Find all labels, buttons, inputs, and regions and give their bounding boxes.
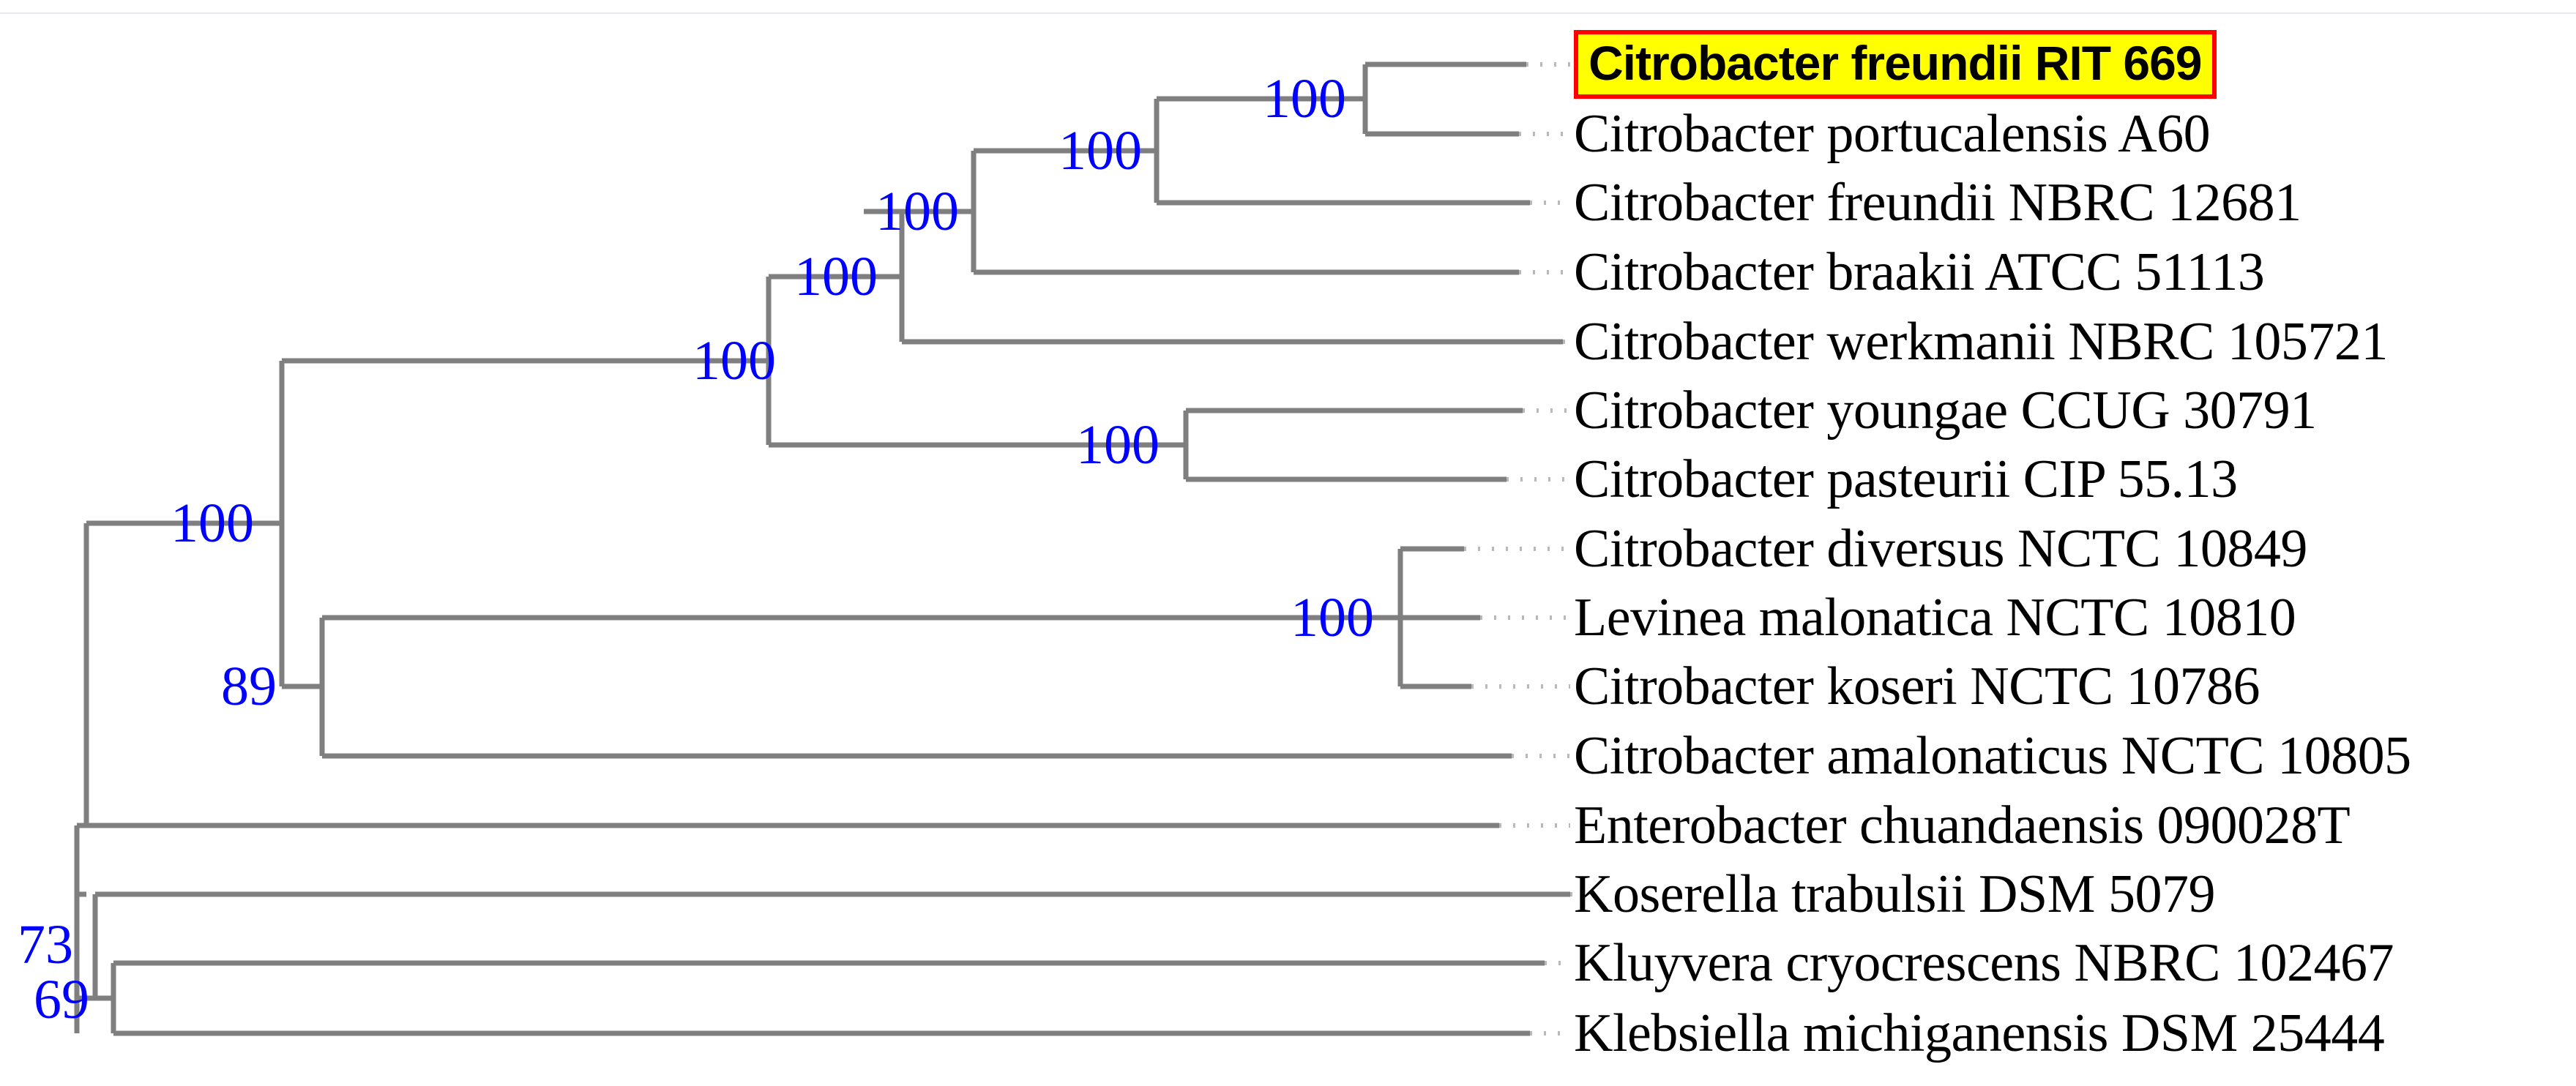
leaf-label-citrobacter-freundii-rit-669: Citrobacter freundii RIT 669	[1574, 30, 2217, 99]
leaf-label-klebsiella-michiganensis-dsm-25444: Klebsiella michiganensis DSM 25444	[1574, 1003, 2385, 1063]
leaf-label-citrobacter-freundii-nbrc-12681: Citrobacter freundii NBRC 12681	[1574, 173, 2301, 233]
bootstrap-value-root-lower: 69	[34, 969, 89, 1030]
bootstrap-value-freundii-clade: 100	[1059, 120, 1142, 181]
bootstrap-value-koseri-group: 100	[1291, 587, 1374, 648]
leaf-label-citrobacter-pasteurii-cip-55-13: Citrobacter pasteurii CIP 55.13	[1574, 449, 2238, 509]
bootstrap-value-werkmanii-clade: 100	[794, 246, 878, 307]
leaf-label-citrobacter-koseri-nctc-10786: Citrobacter koseri NCTC 10786	[1574, 656, 2260, 716]
leaf-label-citrobacter-amalonaticus-nctc-10805: Citrobacter amalonaticus NCTC 10805	[1574, 726, 2411, 786]
top-divider-line	[0, 12, 2576, 14]
leaf-label-citrobacter-diversus-nctc-10849: Citrobacter diversus NCTC 10849	[1574, 519, 2307, 579]
leaf-label-citrobacter-braakii-atcc-51113: Citrobacter braakii ATCC 51113	[1574, 242, 2265, 302]
leaf-label-citrobacter-portucalensis-a60: Citrobacter portucalensis A60	[1574, 104, 2211, 164]
bootstrap-value-root-upper: 73	[18, 914, 73, 975]
bootstrap-value-citrobacter-genus: 100	[171, 493, 254, 554]
bootstrap-value-freundii-portucalensis: 100	[1263, 68, 1346, 130]
leaf-label-citrobacter-werkmanii-nbrc-105721: Citrobacter werkmanii NBRC 105721	[1574, 312, 2388, 372]
bootstrap-value-braakii-clade: 100	[876, 181, 959, 242]
leaf-label-koserella-trabulsii-dsm-5079: Koserella trabulsii DSM 5079	[1574, 864, 2215, 924]
leaf-label-citrobacter-youngae-ccug-30791: Citrobacter youngae CCUG 30791	[1574, 381, 2317, 441]
leaf-label-kluyvera-cryocrescens-nbrc-102467: Kluyvera cryocrescens NBRC 102467	[1574, 933, 2394, 993]
bootstrap-value-citrobacter-core: 100	[692, 330, 776, 392]
leaf-label-enterobacter-chuandaensis-090028t: Enterobacter chuandaensis 090028T	[1574, 795, 2351, 855]
bootstrap-value-amalonaticus-clade: 89	[221, 656, 277, 717]
leaf-label-levinea-malonatica-nctc-10810: Levinea malonatica NCTC 10810	[1574, 588, 2296, 648]
bootstrap-value-youngae-pasteurii: 100	[1076, 414, 1160, 476]
